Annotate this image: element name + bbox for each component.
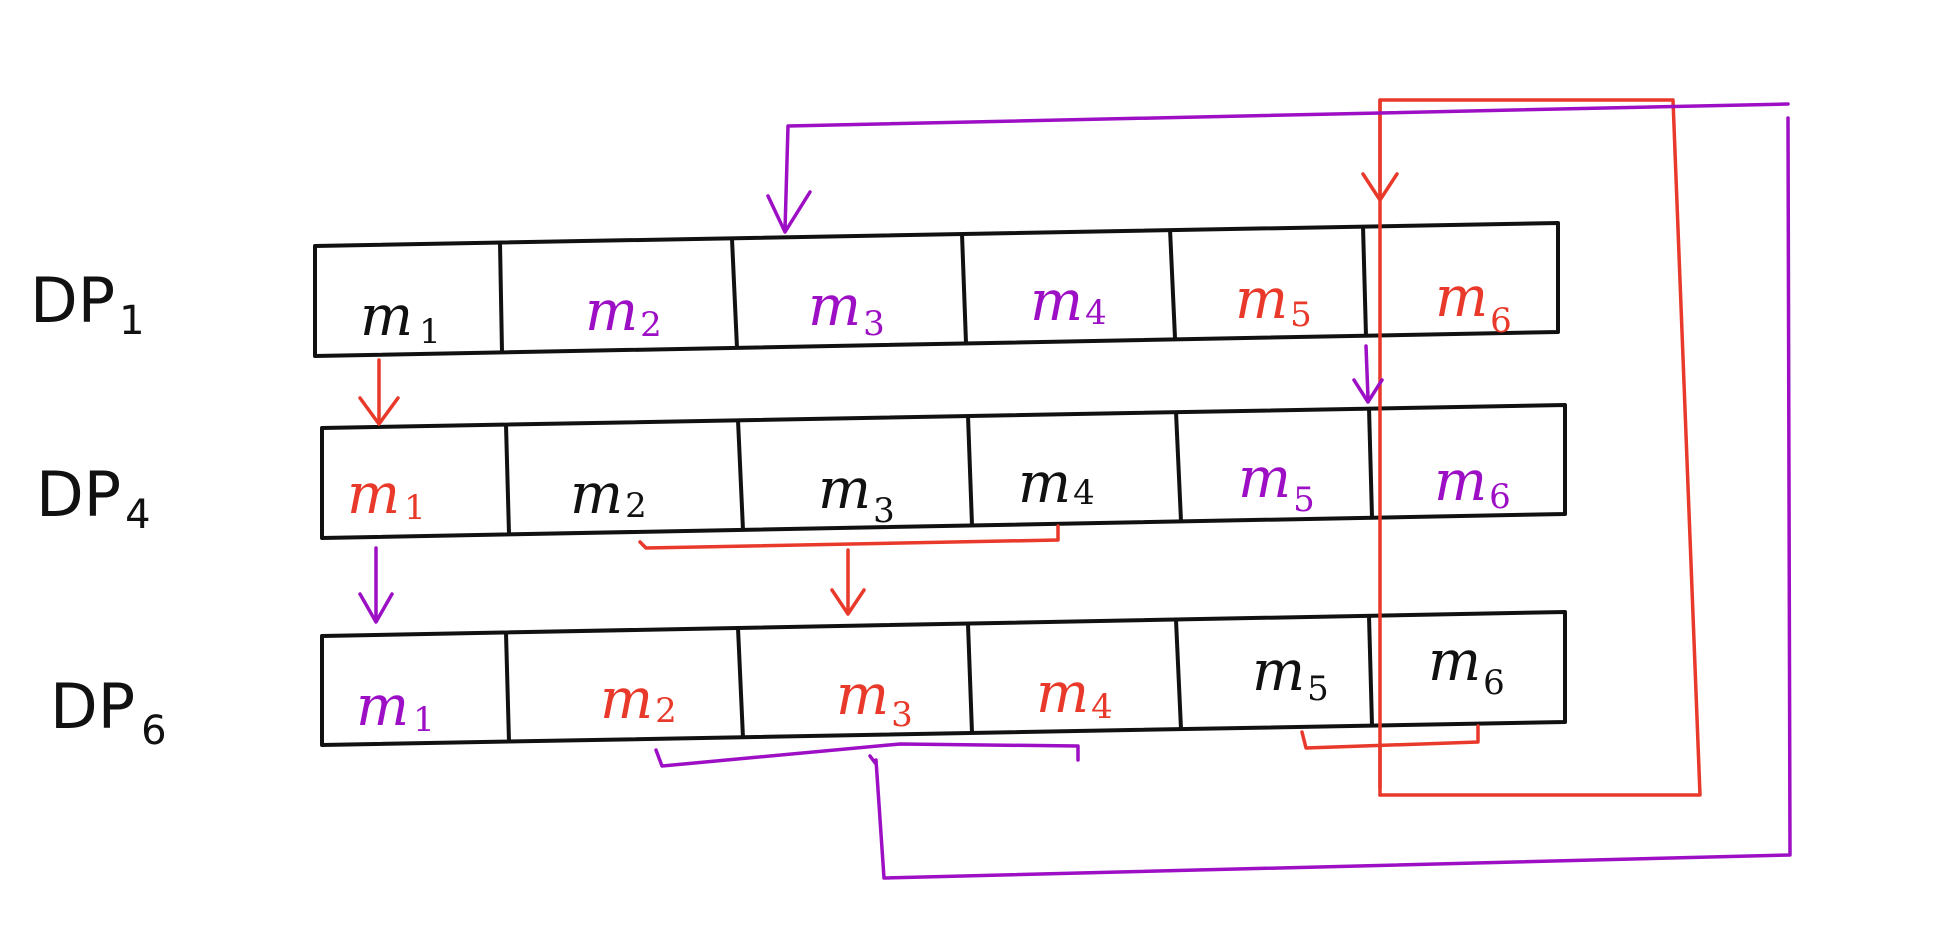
dp4-row-outline — [320, 403, 1567, 540]
dp4-cell-m3: m3 — [818, 457, 895, 531]
bracket-dp6-m5-m6 — [1300, 724, 1480, 750]
dp6-cell-m4: m4 — [1036, 661, 1113, 727]
dp6-row-outline — [320, 610, 1567, 747]
dp1-divider — [960, 233, 968, 344]
bracket-dp6-m2-m4 — [654, 742, 1080, 768]
arrow-dp1-m6-to-dp4-m6 — [1364, 344, 1370, 400]
loop-dp6-m5m6-to-dp1-m5 — [1378, 98, 1702, 797]
dp6-row — [320, 610, 1567, 747]
dp1-divider — [730, 238, 739, 349]
arrowhead-dp4-bracket-to-dp6 — [830, 588, 866, 616]
arrowhead-dp4-m1-to-dp6-m1 — [358, 592, 394, 624]
dp4-cell-m2: m2 — [570, 462, 647, 527]
dp1-cell-m4: m4 — [1030, 269, 1107, 334]
arrowhead-into-dp1-m5 — [1361, 172, 1399, 202]
dp6-cell-m5: m5 — [1252, 639, 1329, 709]
arrowhead-dp1-m1-to-dp4-m1 — [358, 396, 400, 426]
dp6-cell-m6: m6 — [1428, 629, 1505, 703]
dp4-row — [320, 403, 1567, 540]
dp4-cell-m4: m4 — [1018, 451, 1095, 516]
arrowhead-dp1-m6-to-dp4-m6 — [1352, 378, 1384, 404]
dp1-row-outline — [313, 221, 1560, 358]
loop-dp6-m2m4-to-dp1-m3 — [783, 102, 1790, 232]
purple-connectors — [358, 102, 1792, 880]
dp4-divider — [1367, 407, 1374, 518]
dp6-divider — [966, 623, 974, 734]
dp1-divider — [1168, 228, 1177, 339]
dp4-cell-m6: m6 — [1434, 449, 1511, 517]
dp1-divider — [498, 242, 504, 353]
bracket-dp6-m2-m4-stem — [868, 754, 878, 766]
dp1-cell-m3: m3 — [808, 274, 885, 344]
loop-right-side — [874, 116, 1792, 880]
dp6-cell-m3: m3 — [836, 663, 913, 735]
dp1-cell-m5: m5 — [1235, 267, 1312, 335]
red-connectors — [358, 98, 1702, 797]
dp4-divider — [966, 415, 974, 526]
dp6-divider — [736, 627, 745, 739]
dp1-cell-m6: m6 — [1435, 265, 1512, 341]
bracket-dp4-m2-m4 — [638, 524, 1060, 550]
dp1-row — [313, 221, 1560, 358]
dp4-divider — [736, 419, 745, 531]
dp1-cell-m2: m2 — [585, 279, 662, 345]
dp6-cell-m2: m2 — [600, 667, 677, 732]
arrowhead-into-dp1-m3 — [766, 190, 812, 234]
dp6-divider — [1367, 615, 1374, 726]
dp4-cell-m5: m5 — [1238, 446, 1315, 520]
dp6-divider — [504, 632, 511, 743]
dp4-divider — [504, 424, 511, 535]
dp6-divider — [1174, 619, 1183, 730]
dp1-divider — [1361, 225, 1368, 337]
dp4-divider — [1174, 411, 1183, 522]
